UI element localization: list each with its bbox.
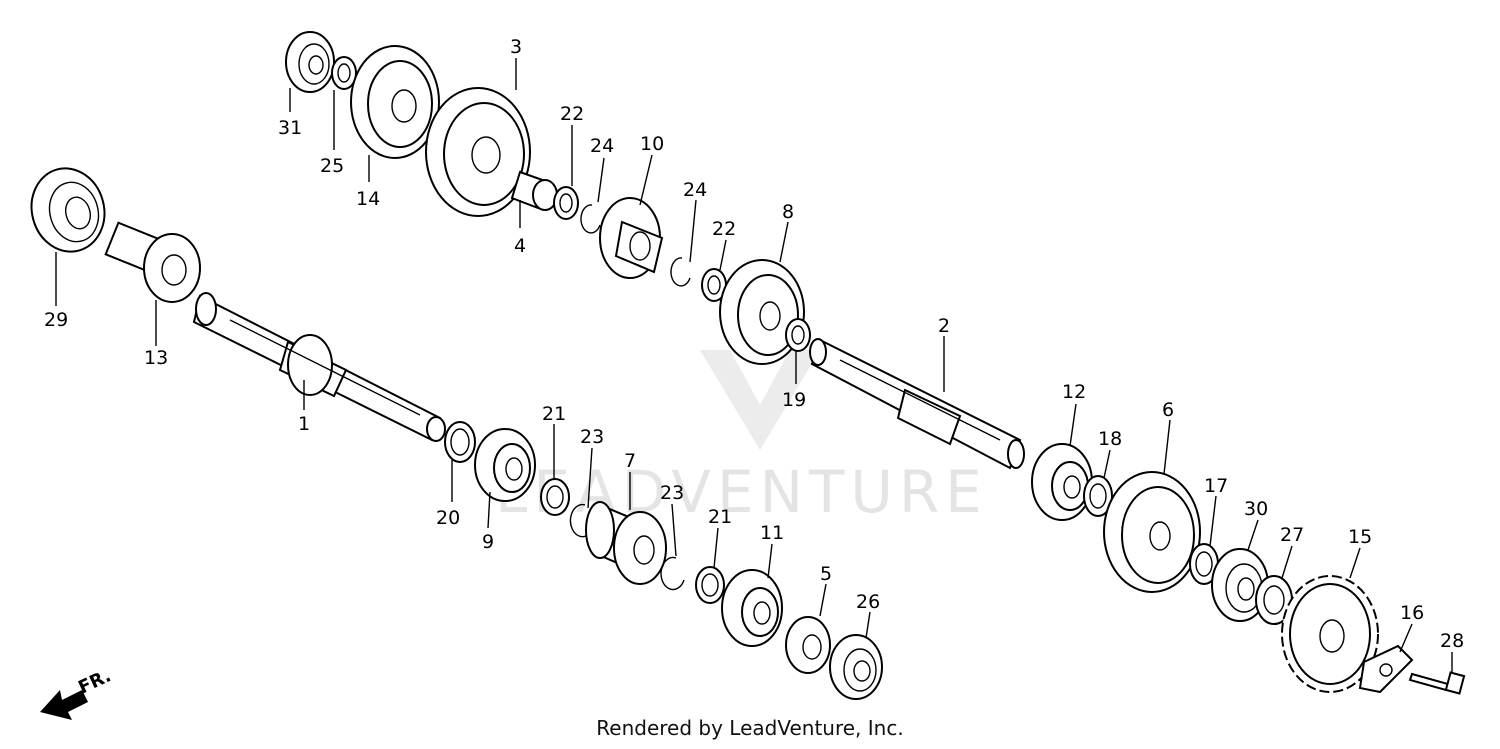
callout-31: 31: [278, 117, 302, 139]
callout-26: 26: [856, 591, 880, 613]
callout-22-upper: 22: [560, 103, 584, 125]
callout-10: 10: [640, 133, 664, 155]
callout-7: 7: [624, 450, 636, 472]
circlip-23b: [660, 556, 685, 591]
callout-17: 17: [1204, 475, 1228, 497]
callout-4: 4: [514, 235, 526, 257]
footer-credit: Rendered by LeadVenture, Inc.: [596, 716, 904, 740]
callout-23-upper: 23: [580, 426, 604, 448]
callout-6: 6: [1162, 399, 1174, 421]
washer-17: [1189, 543, 1219, 585]
callout-19: 19: [782, 389, 806, 411]
leader-lines: [55, 58, 1453, 672]
callout-23-lower: 23: [660, 482, 684, 504]
callout-25: 25: [320, 155, 344, 177]
callout-16: 16: [1400, 602, 1424, 624]
front-direction-indicator: FR.: [40, 665, 114, 720]
washer-21a: [540, 478, 570, 516]
washer-21b: [695, 566, 725, 604]
gear-6: [1103, 471, 1201, 593]
callout-labels: 31 25 14 3 4 22 24 10 24 22 8 19 2 12 18…: [44, 36, 1464, 652]
callout-20: 20: [436, 507, 460, 529]
washer-25: [331, 56, 357, 90]
callout-12: 12: [1062, 381, 1086, 403]
callout-28: 28: [1440, 630, 1464, 652]
gear-10: [599, 197, 664, 279]
callout-14: 14: [356, 188, 380, 210]
gear-3: [425, 87, 531, 217]
collar-18: [1083, 475, 1113, 517]
watermark-text: LEADVENTURE: [495, 458, 988, 526]
front-direction-label: FR.: [75, 665, 114, 698]
callout-24-upper: 24: [590, 135, 614, 157]
callout-21-lower: 21: [708, 506, 732, 528]
callout-8: 8: [782, 201, 794, 223]
bushing-4: [510, 170, 558, 211]
plate-16: [1358, 644, 1414, 694]
gear-5: [785, 616, 831, 674]
callout-9: 9: [482, 531, 494, 553]
callout-24-lower: 24: [683, 179, 707, 201]
mainshaft-1: [192, 292, 446, 442]
bearing-26: [829, 634, 883, 700]
callout-11: 11: [760, 522, 784, 544]
callout-13: 13: [144, 347, 168, 369]
callout-22-lower: 22: [712, 218, 736, 240]
callout-5: 5: [820, 563, 832, 585]
washer-20: [444, 421, 476, 463]
sprocket-15: [1281, 575, 1379, 693]
gear-7: [585, 501, 667, 585]
gear-11: [721, 569, 783, 647]
bearing-29: [30, 167, 106, 253]
gear-12: [1031, 443, 1093, 521]
circlip-24b: [670, 257, 691, 287]
watermark: LEADVENTURE: [495, 350, 988, 526]
circlip-24a: [580, 204, 601, 234]
washer-19: [785, 318, 811, 352]
gear-13: [104, 221, 201, 303]
bearing-31: [285, 31, 335, 93]
callout-2: 2: [938, 315, 950, 337]
gear-8: [719, 259, 805, 365]
gear-14: [350, 45, 440, 159]
callout-1: 1: [298, 413, 310, 435]
bolt-28: [1408, 671, 1466, 695]
seal-27: [1255, 575, 1293, 625]
callout-18: 18: [1098, 428, 1122, 450]
countershaft-2: [809, 338, 1025, 470]
callout-21-upper: 21: [542, 403, 566, 425]
callout-3: 3: [510, 36, 522, 58]
callout-30: 30: [1244, 498, 1268, 520]
callout-27: 27: [1280, 524, 1304, 546]
gear-9: [474, 428, 536, 502]
washer-22a: [553, 186, 579, 220]
callout-29: 29: [44, 309, 68, 331]
front-arrow-icon: [40, 690, 88, 720]
callout-15: 15: [1348, 526, 1372, 548]
